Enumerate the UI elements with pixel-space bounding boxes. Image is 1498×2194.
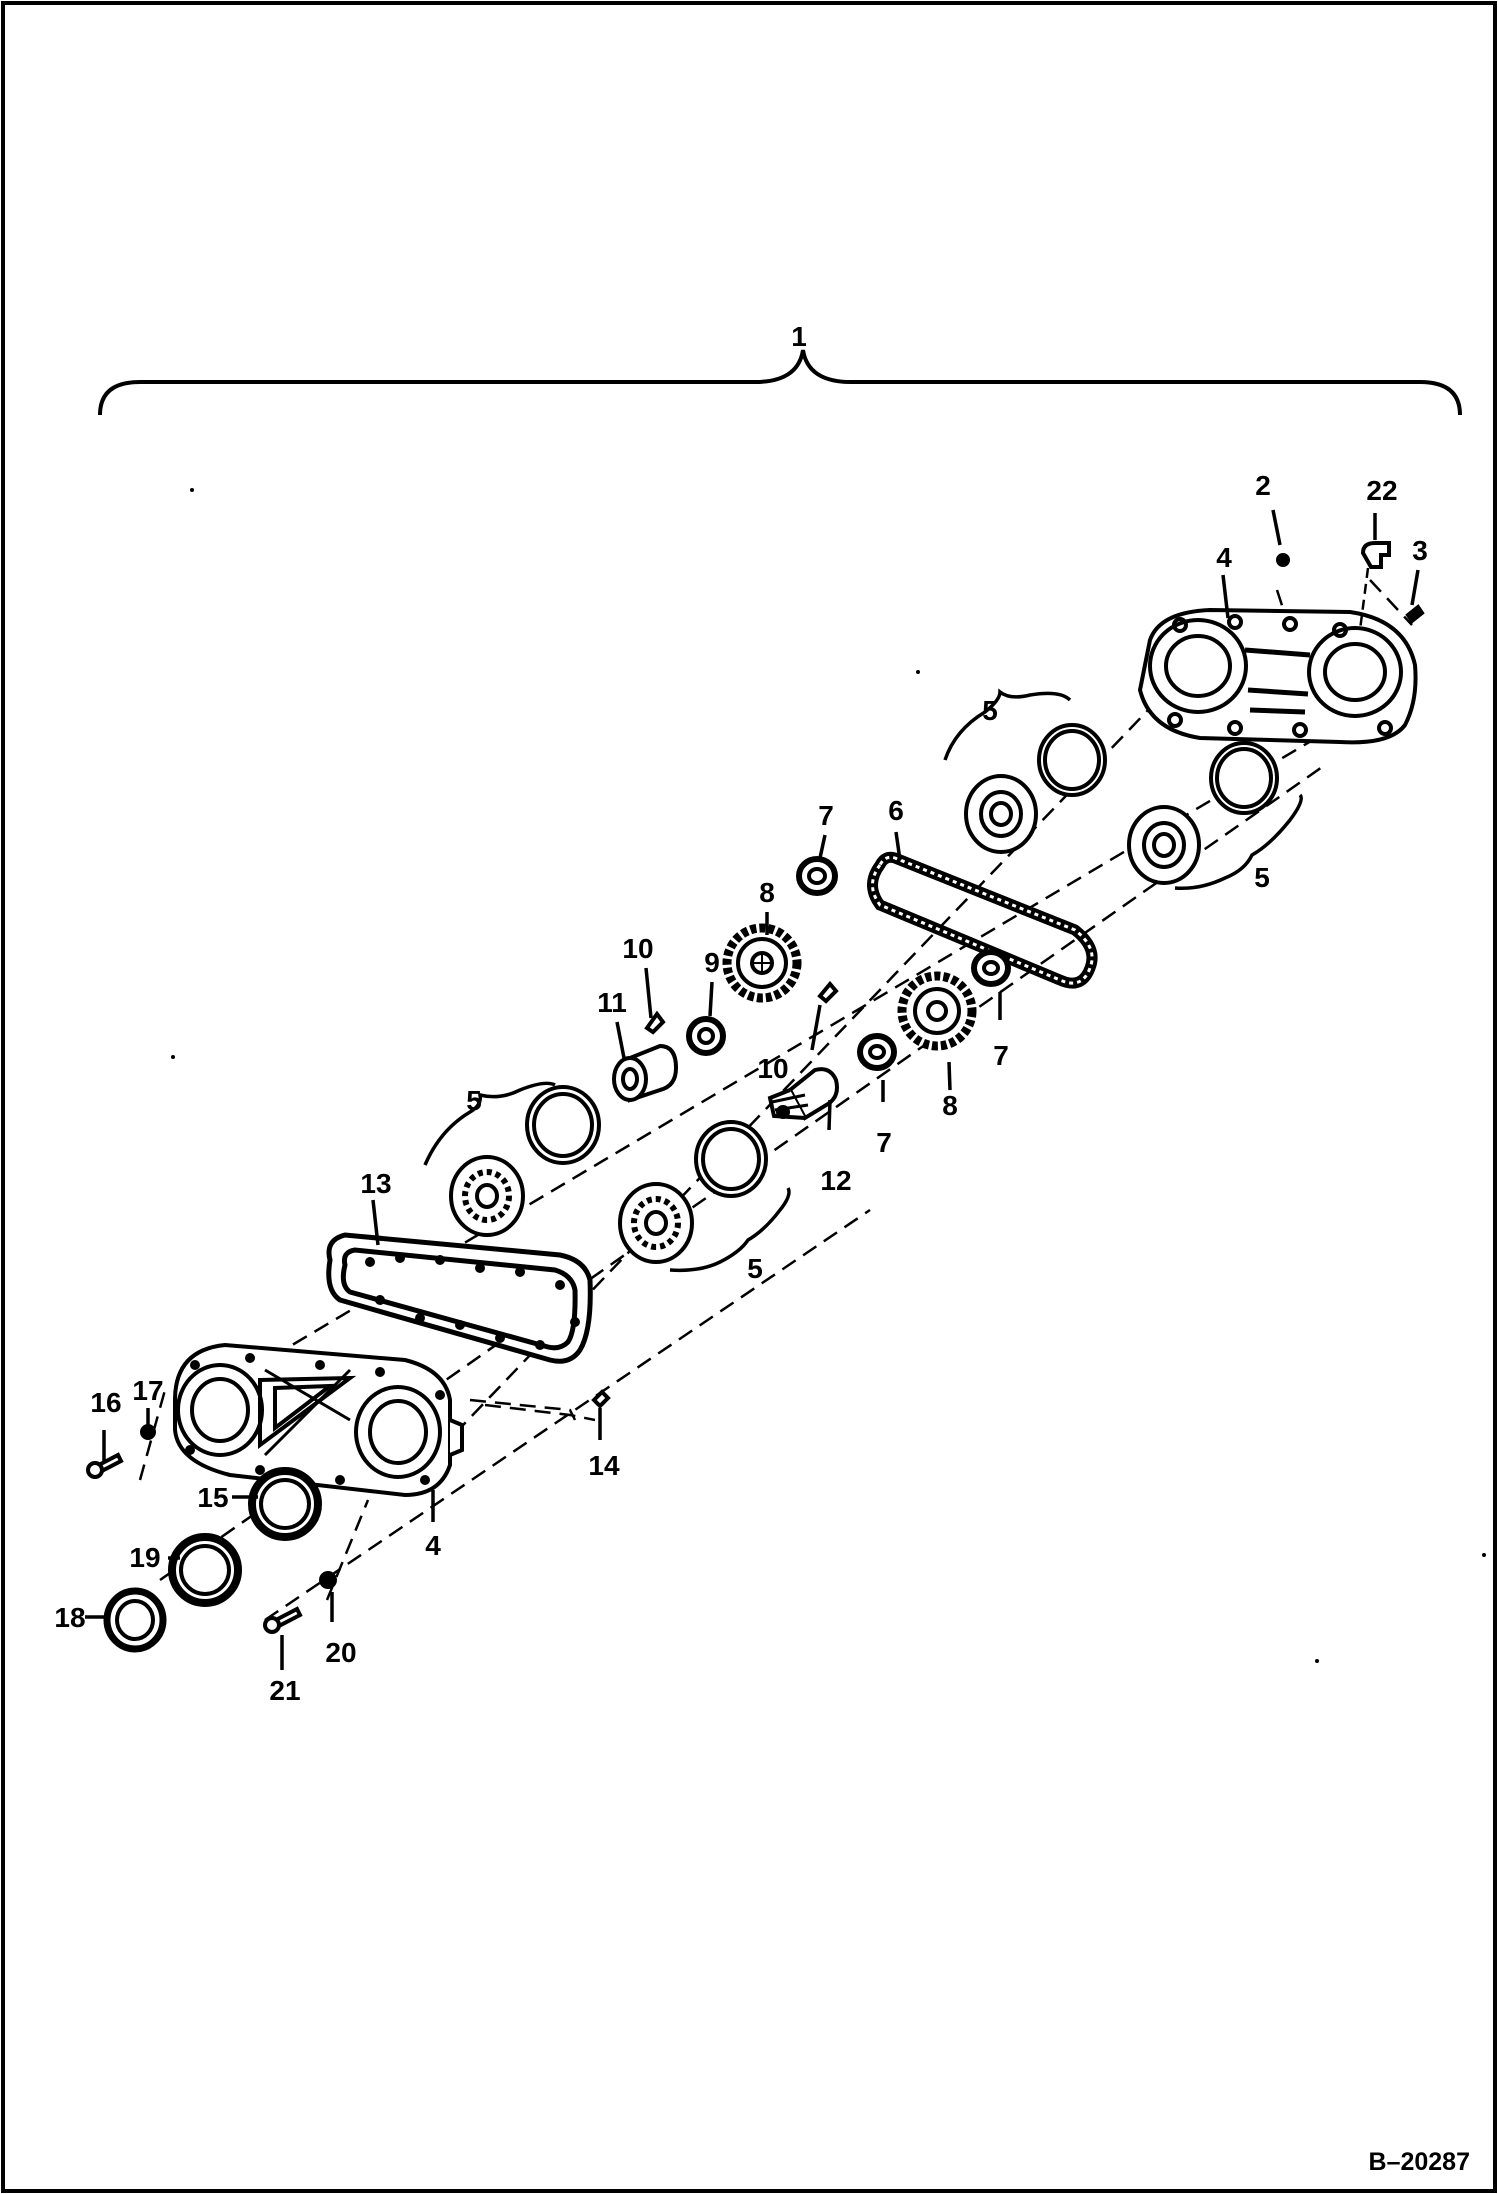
callout-22: 22: [1366, 475, 1397, 506]
callout-8-lower: 8: [942, 1090, 958, 1121]
callout-6: 6: [888, 795, 904, 826]
figure-reference: B–20287: [1369, 2148, 1470, 2176]
callout-5-upper-left: 5: [982, 695, 998, 726]
bearing-set-braces: [423, 688, 1303, 1273]
lower-housing: [173, 1342, 464, 1498]
bearings: [449, 723, 1279, 1264]
print-specks: [171, 488, 1486, 1663]
callout-10-upper: 10: [622, 933, 653, 964]
callout-7-lower-left: 7: [876, 1127, 892, 1158]
leader-lines: [85, 509, 1420, 1670]
callout-8-upper: 8: [759, 877, 775, 908]
callout-18: 18: [54, 1602, 85, 1633]
callout-20: 20: [325, 1637, 356, 1668]
callout-2: 2: [1255, 470, 1271, 501]
callout-5-upper-right: 5: [1254, 862, 1270, 893]
callout-19: 19: [129, 1542, 160, 1573]
callout-15: 15: [197, 1482, 228, 1513]
callout-3: 3: [1412, 535, 1428, 566]
callout-10-lower: 10: [757, 1053, 788, 1084]
assembly-brace: [98, 349, 1462, 416]
seals-and-fasteners: [86, 1389, 611, 1653]
callout-9: 9: [704, 947, 720, 978]
callout-17: 17: [132, 1375, 163, 1406]
housing-gasket: [326, 1232, 593, 1364]
callout-4-lower: 4: [425, 1530, 441, 1561]
drive-chain: [867, 851, 1098, 989]
callout-11: 11: [597, 987, 627, 1018]
upper-housing-fittings: [1276, 541, 1425, 631]
upper-housing: [1137, 607, 1418, 745]
callout-13: 13: [360, 1168, 391, 1199]
callout-5-lower-right: 5: [747, 1253, 763, 1284]
callout-14: 14: [588, 1450, 620, 1481]
callout-12: 12: [820, 1165, 851, 1196]
callout-7-lower-right: 7: [993, 1040, 1009, 1071]
callout-16: 16: [90, 1387, 121, 1418]
sprockets-and-spacers: [612, 856, 1011, 1121]
callout-4-upper: 4: [1216, 542, 1232, 573]
callout-1: 1: [791, 321, 807, 352]
callout-21: 21: [269, 1675, 300, 1706]
callout-labels: 1 2 22 3 4 5 5 6 7 8 9 10 11 10 12 7 8 7…: [54, 321, 1470, 2176]
callout-5-lower-left: 5: [466, 1085, 482, 1116]
callout-7-upper: 7: [818, 800, 834, 831]
